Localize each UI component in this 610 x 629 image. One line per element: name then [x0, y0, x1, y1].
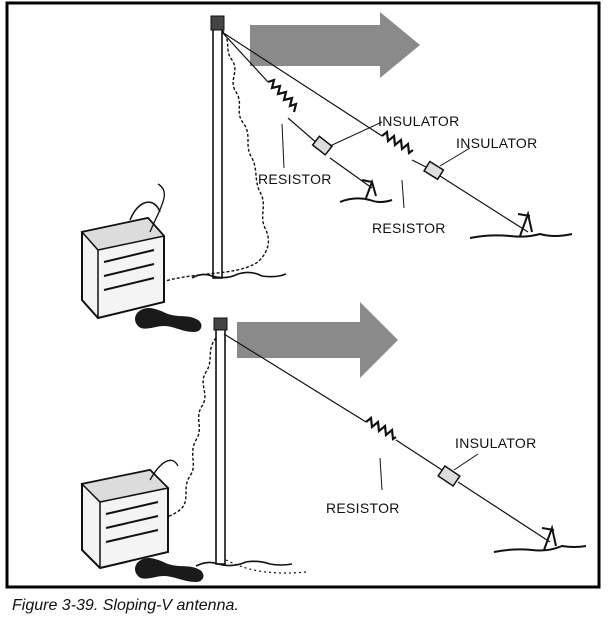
bottom-ground-cable	[225, 559, 307, 574]
top-feed-cable	[161, 29, 270, 283]
bottom-insulator-label: INSULATOR	[455, 435, 537, 451]
top-insulator-2-leader	[439, 147, 471, 167]
bottom-resistor-leader	[379, 457, 383, 491]
top-insulator-1	[311, 135, 334, 156]
top-mast-top	[210, 15, 225, 31]
bottom-antenna-wire	[223, 333, 551, 543]
top-ground-stake-2	[469, 210, 573, 239]
top-antenna-wire-2	[221, 31, 529, 233]
bottom-panel: INSULATOR RESISTOR	[80, 302, 587, 582]
bottom-handset	[135, 558, 204, 582]
bottom-feed-cable	[141, 337, 217, 523]
top-insulator-2	[423, 160, 445, 181]
top-resistor-1-leader	[281, 123, 285, 169]
top-resistor-1-label: RESISTOR	[258, 171, 332, 187]
top-resistor-1	[267, 78, 298, 113]
top-insulator-1-label: INSULATOR	[378, 113, 460, 129]
bottom-resistor-label: RESISTOR	[326, 500, 400, 516]
figure-caption: Figure 3-39. Sloping-V antenna.	[12, 597, 239, 614]
bottom-ground-stake	[493, 524, 587, 553]
top-panel: INSULATOR INSULATOR RESISTOR RESISTOR	[80, 12, 573, 332]
top-insulator-1-leader	[329, 121, 383, 147]
top-direction-arrow	[250, 12, 420, 78]
top-ground-stake-1	[339, 178, 393, 203]
bottom-ground-base	[195, 560, 293, 567]
top-handset	[135, 308, 202, 332]
bottom-direction-arrow	[237, 302, 398, 378]
bottom-mast-top	[213, 317, 228, 331]
top-mast	[212, 19, 223, 279]
top-ground-base	[191, 271, 287, 279]
bottom-insulator-leader	[453, 453, 479, 471]
bottom-radio-set	[80, 459, 179, 570]
bottom-resistor	[365, 415, 397, 441]
top-radio-set	[80, 183, 166, 320]
figure-frame	[5, 1, 601, 589]
top-antenna-wire-1	[221, 31, 373, 189]
top-insulator-2-label: INSULATOR	[456, 135, 538, 151]
bottom-mast	[215, 323, 226, 565]
bottom-insulator	[437, 464, 461, 488]
top-resistor-2-leader	[401, 179, 405, 209]
top-resistor-2	[381, 129, 414, 156]
top-resistor-2-label: RESISTOR	[372, 220, 446, 236]
